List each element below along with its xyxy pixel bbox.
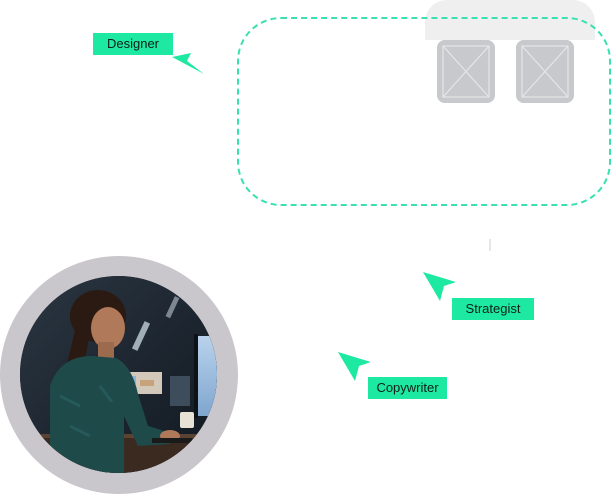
person-at-computer-photo-icon bbox=[20, 276, 217, 473]
image-placeholder-icon[interactable] bbox=[516, 40, 574, 103]
divider bbox=[489, 239, 491, 251]
image-placeholder-icon[interactable] bbox=[437, 40, 495, 103]
designer-label: Designer bbox=[93, 33, 173, 55]
copywriter-cursor-icon bbox=[336, 350, 370, 384]
strategist-cursor-icon bbox=[421, 270, 455, 304]
avatar bbox=[20, 276, 217, 473]
designer-cursor-icon bbox=[171, 50, 205, 84]
canvas-tab bbox=[425, 0, 595, 40]
shared-canvas-frame[interactable] bbox=[237, 17, 611, 206]
strategist-label: Strategist bbox=[452, 298, 534, 320]
copywriter-label: Copywriter bbox=[368, 377, 447, 399]
